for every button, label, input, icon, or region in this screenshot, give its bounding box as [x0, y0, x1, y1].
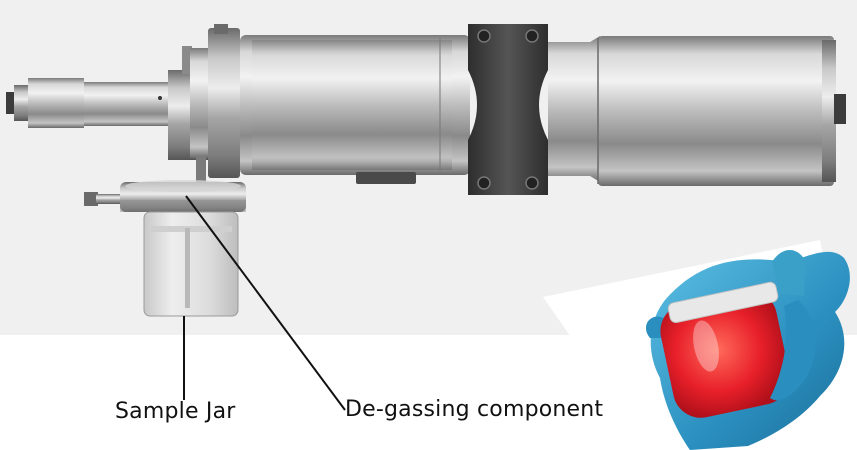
neck-coupling — [168, 24, 240, 186]
degassing-component-label: De-gassing component — [345, 397, 604, 422]
clamp-bracket — [468, 24, 548, 195]
degassing-component — [84, 180, 246, 212]
sample-jar — [143, 211, 239, 317]
detector-cylinder — [548, 36, 846, 186]
left-fitting — [6, 78, 170, 128]
sample-jar-label: Sample Jar — [115, 399, 236, 424]
hand-holding-jar-photo — [543, 240, 857, 450]
main-body — [240, 35, 470, 184]
leader-line-degassing — [185, 195, 346, 411]
